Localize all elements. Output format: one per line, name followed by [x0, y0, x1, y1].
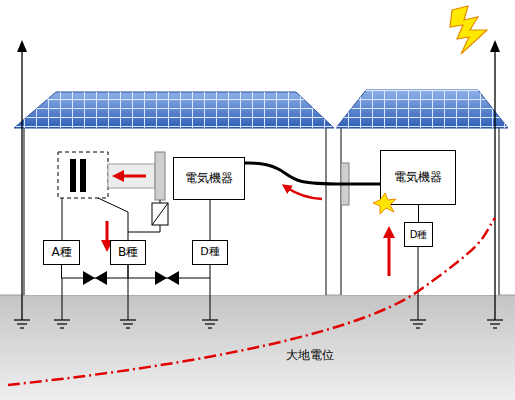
right-house	[336, 90, 508, 128]
earth-potential-label: 大地電位	[286, 347, 334, 364]
device-box: B種	[110, 240, 146, 265]
box-label: 電気機器	[185, 172, 233, 185]
earth-wire	[210, 200, 211, 240]
spark-gap-symbol	[83, 271, 179, 285]
earth-wire	[210, 278, 211, 320]
earth-wire	[418, 205, 419, 222]
lightning-bolt	[450, 6, 487, 54]
lightning-bolt	[450, 6, 487, 54]
spark-gap-symbol	[83, 271, 95, 285]
lightning-rod	[490, 40, 500, 52]
earth-symbol	[487, 319, 503, 320]
spark-gap-symbol	[155, 271, 167, 285]
earth-symbol	[126, 327, 130, 328]
left-house	[24, 127, 326, 295]
lightning-rod	[17, 40, 500, 320]
lightning-rod	[17, 40, 27, 52]
right-house	[336, 90, 508, 295]
earth-symbol	[416, 327, 420, 328]
right-house	[336, 90, 508, 128]
earth-symbol	[205, 323, 215, 324]
spark-gap-symbol	[95, 271, 107, 285]
left-house	[14, 92, 334, 128]
wiring	[62, 198, 160, 240]
box-label: D種	[410, 229, 428, 240]
transformer-symbol	[80, 159, 86, 192]
surge-arrow	[118, 175, 146, 178]
earth-wire	[418, 247, 419, 320]
spark-gap-symbol	[167, 271, 179, 285]
earth-symbol	[490, 323, 500, 324]
wiring	[62, 198, 63, 240]
earth-symbol	[120, 319, 136, 320]
wiring	[98, 198, 128, 240]
surge-arrow	[286, 187, 322, 199]
transformer-symbol	[70, 159, 76, 192]
earth-potential-curve	[8, 218, 495, 385]
box-label: B種	[118, 246, 138, 259]
relay-symbol	[152, 203, 168, 225]
transformer-symbol	[58, 152, 108, 198]
lightning-rod	[494, 50, 495, 320]
earth-symbol	[57, 323, 67, 324]
relay-symbol	[152, 203, 168, 225]
device-box: A種	[43, 240, 80, 265]
earth-symbol	[14, 319, 30, 320]
earth-symbol	[410, 319, 426, 320]
box-label: D種	[200, 246, 219, 258]
earth-symbol	[202, 319, 218, 320]
relay-symbol	[152, 203, 168, 225]
earth-wire	[62, 265, 129, 278]
earth-wire	[128, 265, 210, 278]
earth-symbol	[413, 323, 423, 324]
earth-symbol	[60, 327, 64, 328]
device-box: 電気機器	[380, 150, 456, 205]
right-house	[341, 127, 499, 295]
device-box: D種	[192, 240, 228, 265]
earth-symbol	[14, 320, 503, 328]
left-house	[14, 92, 334, 128]
box-label: 電気機器	[394, 171, 442, 184]
box-label: A種	[51, 246, 71, 259]
cable	[245, 163, 380, 184]
earth-wire	[128, 278, 129, 320]
earth-symbol	[20, 327, 24, 328]
earth-symbol	[123, 323, 133, 324]
surge-arrow	[388, 232, 391, 276]
earth-symbol	[208, 327, 212, 328]
lightning-rod	[21, 50, 22, 320]
service-band	[108, 164, 155, 188]
surge-arrow	[106, 221, 109, 246]
left-house	[14, 92, 334, 295]
transformer-symbol	[58, 152, 108, 198]
earth-wire	[62, 278, 63, 320]
earth-symbol	[54, 319, 70, 320]
device-box: 電気機器	[173, 157, 245, 200]
device-box: D種	[404, 222, 433, 247]
earth-symbol	[17, 323, 27, 324]
entry-terminal	[155, 152, 165, 200]
wiring	[128, 225, 160, 232]
earth-symbol	[493, 327, 497, 328]
